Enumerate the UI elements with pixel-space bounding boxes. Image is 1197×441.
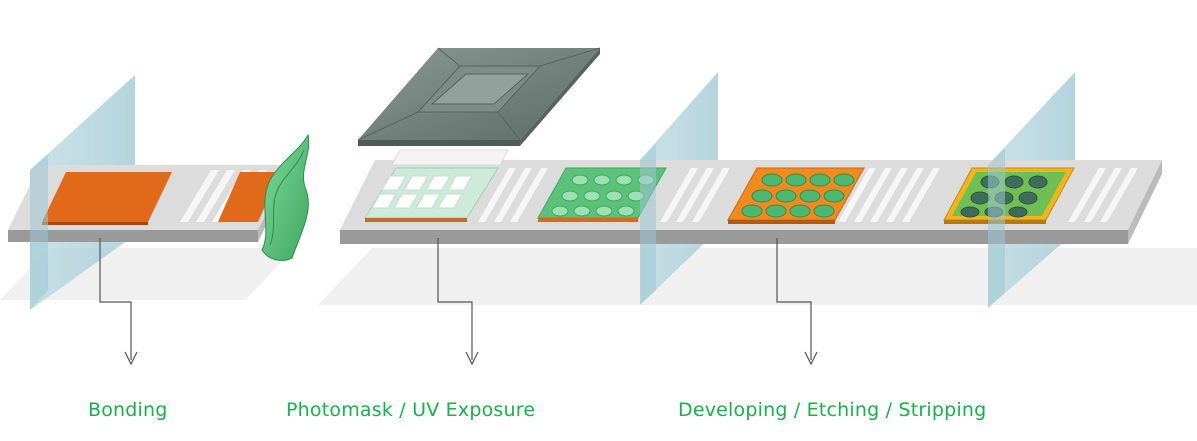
exposure-pattern — [371, 175, 473, 209]
arrow-exposure — [437, 238, 479, 366]
exposure-board — [364, 149, 509, 222]
arrow-developing — [776, 238, 818, 366]
exposed-board — [537, 167, 667, 222]
label-bonding: Bonding — [88, 399, 168, 421]
label-photomask-uv-exposure: Photomask / UV Exposure — [286, 399, 536, 421]
label-developing-etching-stripping: Developing / Etching / Stripping — [678, 399, 987, 421]
glass-panels-front — [30, 144, 1005, 310]
photomask — [357, 47, 601, 146]
dry-film-roll — [261, 133, 310, 261]
conveyor-right-slats — [478, 168, 1138, 222]
arrow-bonding — [99, 238, 138, 366]
copper-board-1 — [42, 172, 172, 225]
developed-board — [727, 167, 865, 224]
copper-board-2 — [218, 172, 280, 222]
